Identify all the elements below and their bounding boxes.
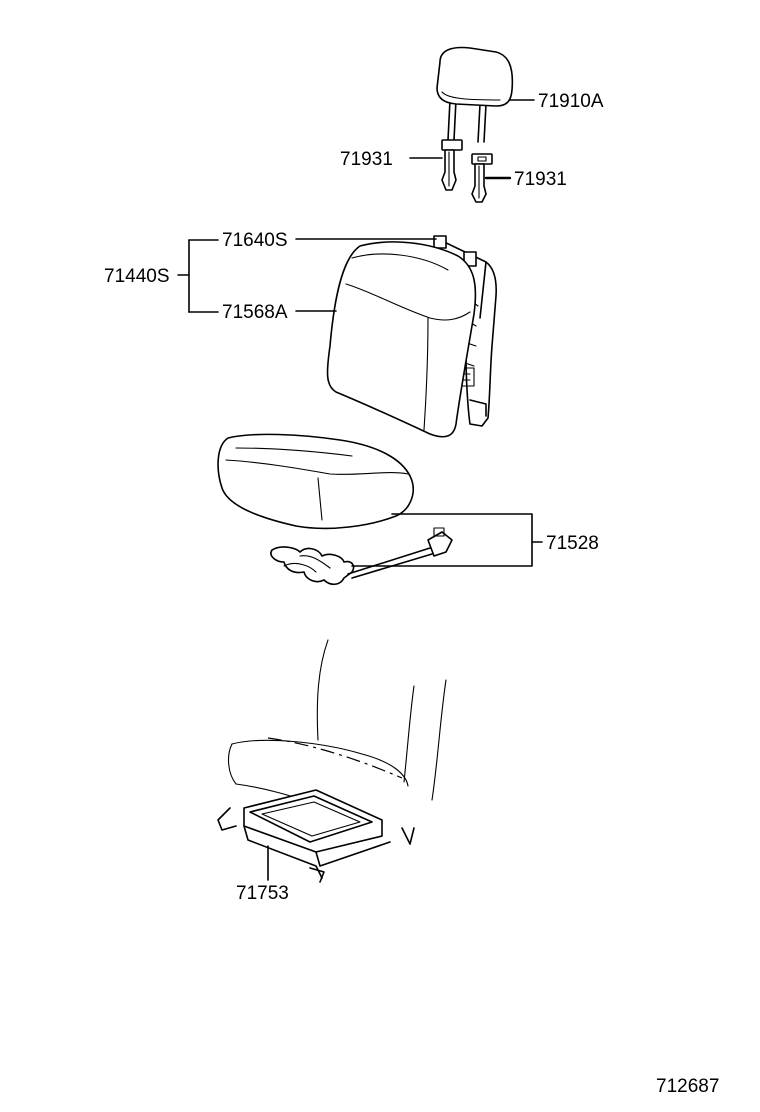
label-spring-assy: 71528 bbox=[546, 533, 599, 554]
headrest-support-right-drawing bbox=[471, 153, 493, 203]
headrest-support-left-drawing bbox=[441, 139, 463, 191]
label-back-cover: 71640S bbox=[222, 230, 288, 251]
label-headrest: 71910A bbox=[538, 91, 604, 112]
leader-lines bbox=[177, 99, 543, 881]
seatback-drawing bbox=[326, 235, 497, 438]
spring-drawing bbox=[270, 527, 453, 586]
label-back-assy: 71440S bbox=[104, 266, 170, 287]
headrest-drawing bbox=[436, 46, 514, 143]
label-headrest-support-right: 71931 bbox=[514, 169, 567, 190]
label-adjuster: 71753 bbox=[236, 883, 289, 904]
label-headrest-support-left: 71931 bbox=[340, 149, 393, 170]
adjuster-drawing bbox=[217, 639, 447, 883]
label-back-pad: 71568A bbox=[222, 302, 288, 323]
figure-number: 712687 bbox=[656, 1076, 719, 1097]
cushion-drawing bbox=[217, 433, 414, 530]
